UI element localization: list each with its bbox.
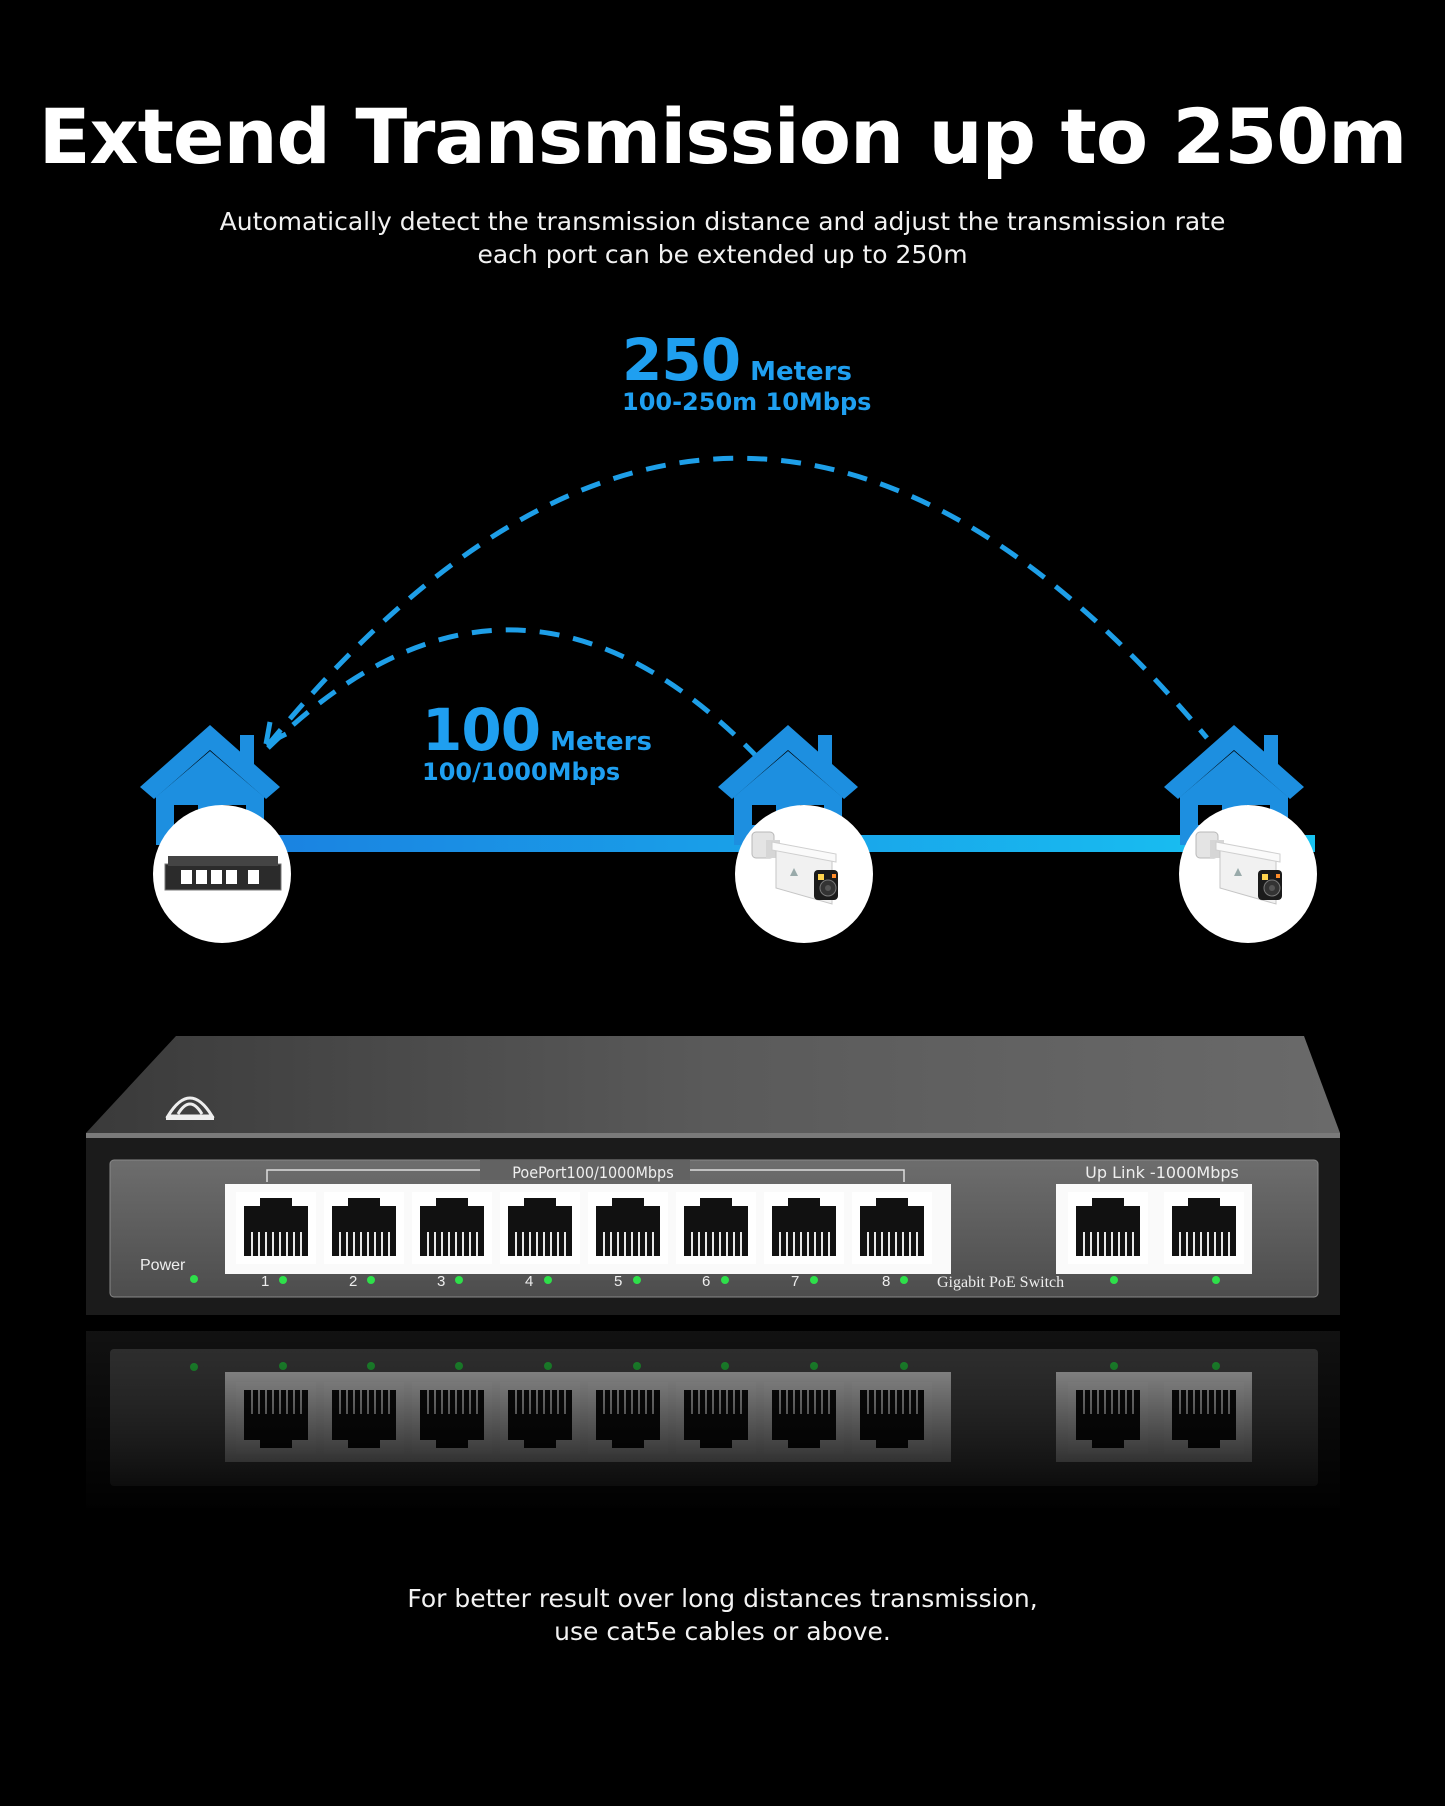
reflection-fade — [60, 1330, 1380, 1520]
port-number-8: 8 — [882, 1273, 890, 1290]
distance-100-value: 100 — [422, 696, 541, 764]
distance-100-label: 100 Meters 100/1000Mbps — [422, 696, 652, 786]
rj45-port-5 — [587, 1191, 669, 1265]
port-number-1: 1 — [261, 1273, 269, 1290]
power-label: Power — [140, 1257, 186, 1274]
poe-switch: PoePort100/1000Mbps Up Link -1000Mbps Po… — [86, 1036, 1340, 1315]
arrow-head-left — [263, 721, 288, 747]
distance-250-label: 250 Meters 100-250m 10Mbps — [622, 326, 871, 416]
page-subtitle: Automatically detect the transmission di… — [0, 205, 1445, 271]
rj45-port-3 — [411, 1191, 493, 1265]
status-leds — [190, 1275, 1220, 1284]
rj45-port-6 — [675, 1191, 757, 1265]
distance-250-rate: 100-250m 10Mbps — [622, 388, 872, 416]
rj45-uplink-2 — [1163, 1191, 1245, 1265]
port-number-4: 4 — [525, 1273, 533, 1290]
subtitle-line-1: Automatically detect the transmission di… — [219, 207, 1226, 236]
rj45-port-4 — [499, 1191, 581, 1265]
footer-line-1: For better result over long distances tr… — [407, 1584, 1038, 1613]
footer-note: For better result over long distances tr… — [0, 1582, 1445, 1648]
subtitle-line-2: each port can be extended up to 250m — [477, 240, 968, 269]
rj45-port-8 — [851, 1191, 933, 1265]
brand-logo — [165, 1096, 215, 1120]
port-number-7: 7 — [791, 1273, 799, 1290]
rj45-port-2 — [323, 1191, 405, 1265]
distance-250-value: 250 — [622, 326, 741, 394]
port-number-3: 3 — [437, 1273, 445, 1290]
mini-switch-icon — [164, 856, 282, 891]
page-title: Extend Transmission up to 250m — [38, 92, 1408, 181]
footer-line-2: use cat5e cables or above. — [554, 1617, 891, 1646]
arc-100m — [266, 627, 764, 764]
model-label: Gigabit PoE Switch — [937, 1274, 1064, 1291]
rj45-uplink-1 — [1067, 1191, 1149, 1265]
distance-100-rate: 100/1000Mbps — [422, 758, 621, 786]
rj45-port-1 — [235, 1191, 317, 1265]
arc-250m — [266, 455, 1209, 747]
distance-250-unit: Meters — [750, 357, 852, 387]
poe-port-label: PoePort100/1000Mbps — [512, 1163, 673, 1182]
port-number-5: 5 — [614, 1273, 622, 1290]
rj45-port-7 — [763, 1191, 845, 1265]
port-number-6: 6 — [702, 1273, 710, 1290]
port-number-labels: 1 2 3 4 5 6 7 8 — [261, 1273, 890, 1290]
distance-100-unit: Meters — [550, 727, 652, 757]
uplink-label: Up Link -1000Mbps — [1085, 1163, 1239, 1182]
port-number-2: 2 — [349, 1273, 357, 1290]
